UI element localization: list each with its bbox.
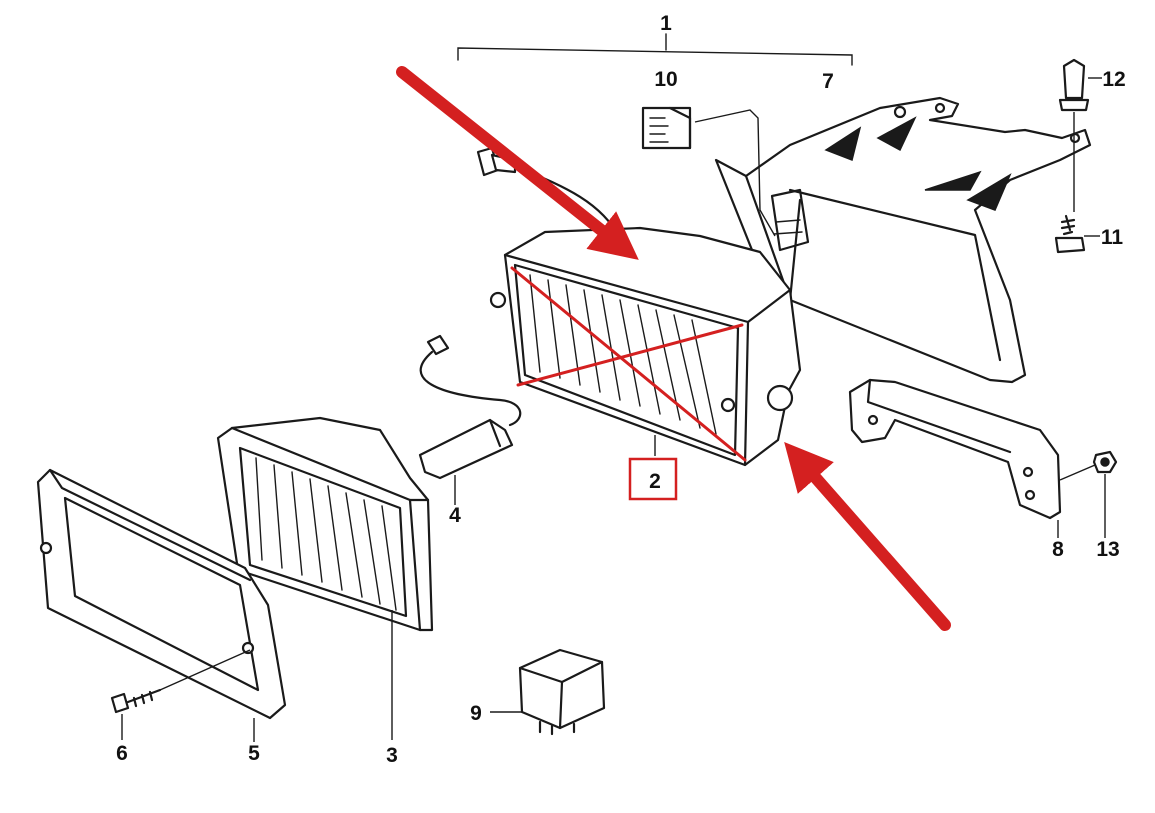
lens-ribs xyxy=(255,457,397,611)
arrow-bottom-right xyxy=(784,441,951,631)
part-3-lens xyxy=(216,416,434,740)
part-2-fog-light-housing xyxy=(489,226,802,467)
callout-13: 13 xyxy=(1096,538,1119,561)
part-9-relay xyxy=(490,648,606,736)
cross-mark-line-2 xyxy=(516,323,744,387)
housing-lens-ribs xyxy=(529,274,717,435)
part-4-bulb-with-wire xyxy=(418,334,522,505)
part-5-trim-frame xyxy=(36,468,287,742)
callout-10: 10 xyxy=(654,68,677,91)
part-11-screw xyxy=(1054,214,1100,254)
callout-11: 11 xyxy=(1101,226,1124,249)
arrow-top-left xyxy=(396,66,639,260)
callout-4: 4 xyxy=(449,504,461,527)
callout-8: 8 xyxy=(1052,538,1064,561)
highlight-box xyxy=(628,457,678,501)
cross-mark-line-1 xyxy=(510,266,747,462)
part-12-push-rivet xyxy=(1058,58,1102,212)
callout-12: 12 xyxy=(1102,68,1125,91)
part-1-group-bracket xyxy=(457,33,853,66)
part-8-lower-bracket xyxy=(848,378,1096,538)
callout-2: 2 xyxy=(649,470,661,493)
part-7-mounting-bracket xyxy=(714,96,1092,384)
callout-labels: 1 10 7 12 11 2 4 8 13 9 6 5 3 xyxy=(116,12,1126,767)
part-13-nut xyxy=(1092,450,1118,538)
callout-6: 6 xyxy=(116,742,128,765)
part-10-clip xyxy=(641,106,776,237)
callout-5: 5 xyxy=(248,742,260,765)
red-annotations xyxy=(396,66,951,631)
callout-7: 7 xyxy=(822,70,834,93)
part-6-screw xyxy=(110,649,251,740)
callout-3: 3 xyxy=(386,744,398,767)
callout-9: 9 xyxy=(470,702,482,725)
callout-1: 1 xyxy=(660,12,672,35)
